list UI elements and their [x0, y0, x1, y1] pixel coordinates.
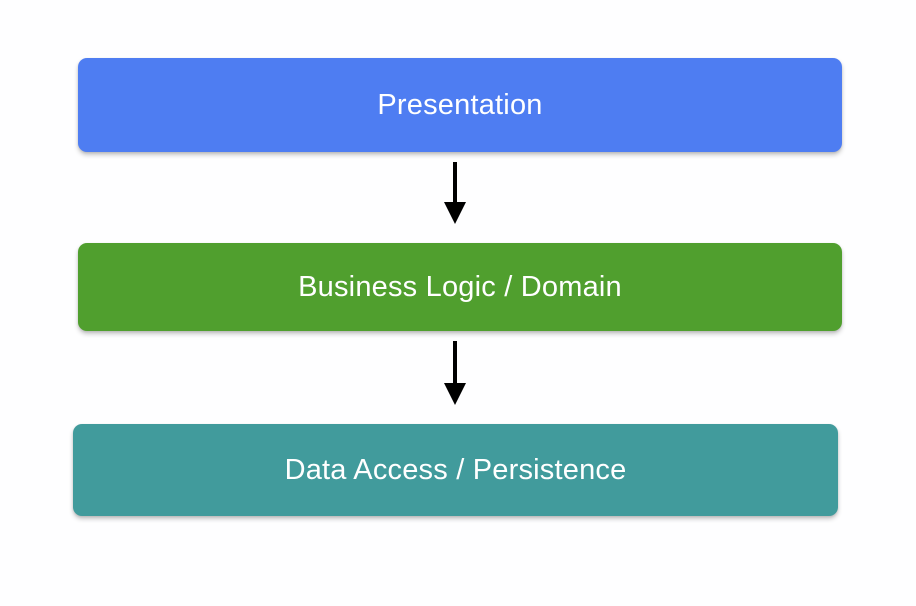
layer-box-data-access[interactable]: Data Access / Persistence [73, 424, 838, 516]
layer-box-presentation[interactable]: Presentation [78, 58, 842, 152]
arrow-presentation-to-business-icon [444, 162, 466, 224]
arrow-business-to-data-icon [444, 341, 466, 405]
layer-label-data-access: Data Access / Persistence [284, 453, 627, 486]
layer-label-business-logic: Business Logic / Domain [298, 270, 622, 303]
layer-label-presentation: Presentation [377, 88, 543, 121]
layer-box-business-logic[interactable]: Business Logic / Domain [78, 243, 842, 331]
